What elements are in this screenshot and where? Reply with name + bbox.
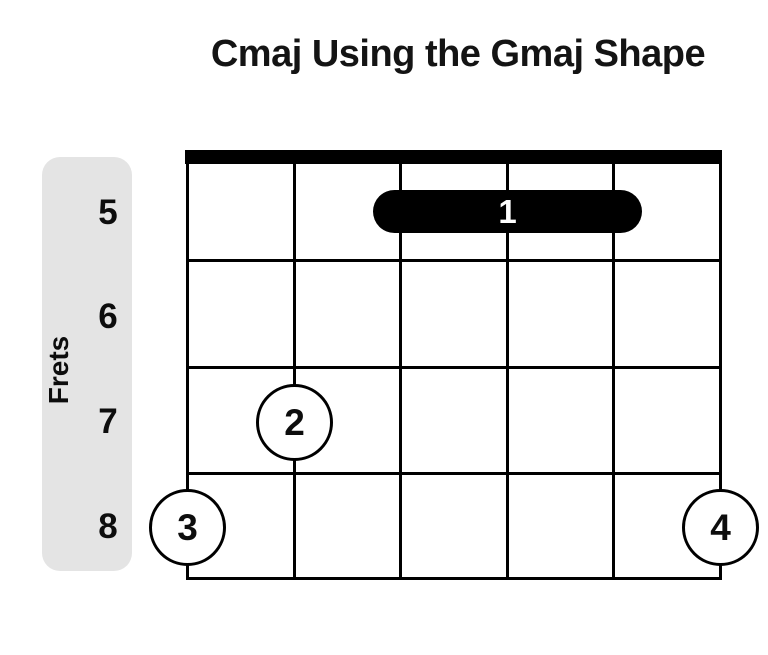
finger-dot-3: 3 <box>149 489 226 566</box>
fret-label-5: 5 <box>98 193 118 232</box>
fret-line-1 <box>186 259 722 262</box>
string-line-3 <box>399 150 402 580</box>
fret-line-3 <box>186 472 722 475</box>
finger-dot-4: 4 <box>682 489 759 566</box>
string-line-4 <box>506 150 509 580</box>
barre-finger-1: 1 <box>373 190 642 233</box>
string-line-6 <box>719 150 722 580</box>
barre-finger-label: 1 <box>498 193 517 230</box>
string-line-1 <box>186 150 189 580</box>
frets-axis-panel <box>42 157 132 571</box>
finger-dot-2: 2 <box>256 384 333 461</box>
frets-axis-label: Frets <box>43 335 74 405</box>
fret-line-4 <box>186 577 722 580</box>
fret-line-2 <box>186 366 722 369</box>
string-line-2 <box>293 150 296 580</box>
fret-label-8: 8 <box>98 507 118 546</box>
fret-label-7: 7 <box>98 402 118 441</box>
string-line-5 <box>612 150 615 580</box>
fret-label-6: 6 <box>98 297 118 336</box>
page-title: Cmaj Using the Gmaj Shape <box>210 33 706 75</box>
nut-bar <box>185 150 722 164</box>
